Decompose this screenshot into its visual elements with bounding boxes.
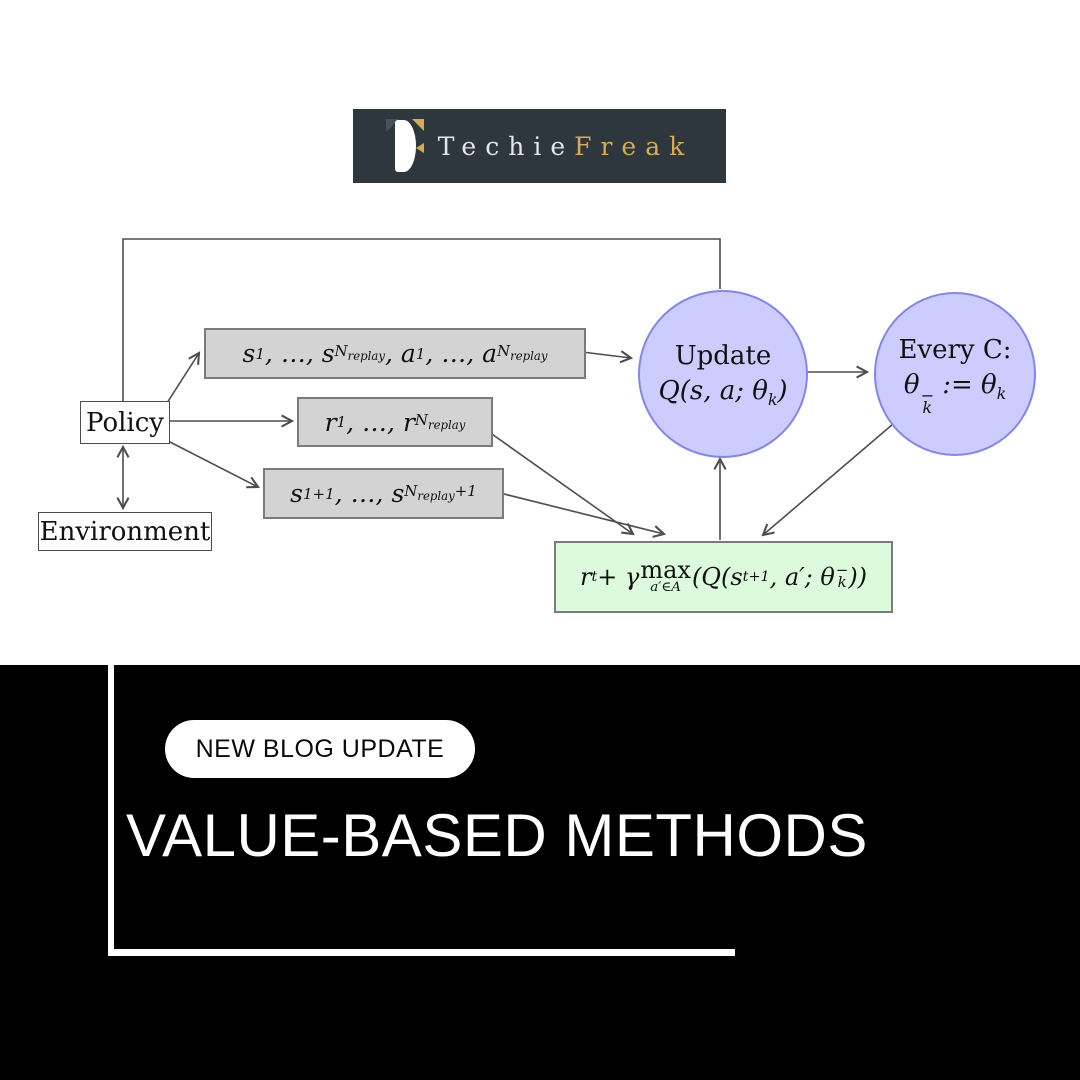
logo-gold-arrow — [415, 143, 424, 153]
arrow-everyc-to-target — [763, 423, 894, 535]
update-q-label: Update — [674, 340, 772, 371]
arrow-policy-to-replay-sa — [166, 353, 199, 404]
logo-wordmark: TechieFreak — [438, 132, 694, 161]
target-sync-label: Every C: — [898, 335, 1012, 366]
environment-node: Environment — [38, 512, 212, 551]
update-q-node: Update Q(s, a; θk) — [638, 290, 808, 458]
arrow-policy-to-replay-next — [167, 440, 258, 487]
arrow-replay-next-to-target — [499, 492, 664, 534]
post-title: VALUE-BASED METHODS — [126, 802, 868, 869]
techiefreak-logo-icon — [385, 117, 424, 175]
frame-border-horizontal — [108, 949, 735, 956]
target-sync-formula: θ−k := θk — [903, 370, 1007, 418]
update-q-formula: Q(s, a; θk) — [658, 376, 788, 410]
banner-section: NEW BLOG UPDATE VALUE-BASED METHODS — [0, 665, 1080, 1080]
logo-banner: TechieFreak — [353, 109, 726, 183]
logo-gold-triangle — [411, 119, 424, 131]
logo-word-freak: Freak — [574, 131, 694, 161]
policy-node: Policy — [80, 401, 170, 444]
arrow-replay-sa-to-update — [581, 352, 631, 358]
frame-border-vertical — [108, 665, 114, 956]
arrow-replay-r-to-target — [488, 431, 633, 534]
logo-word-techie: Techie — [437, 131, 575, 161]
logo-stem-shape — [394, 120, 416, 172]
target-sync-node: Every C: θ−k := θk — [874, 292, 1036, 456]
new-blog-badge: NEW BLOG UPDATE — [165, 720, 475, 778]
